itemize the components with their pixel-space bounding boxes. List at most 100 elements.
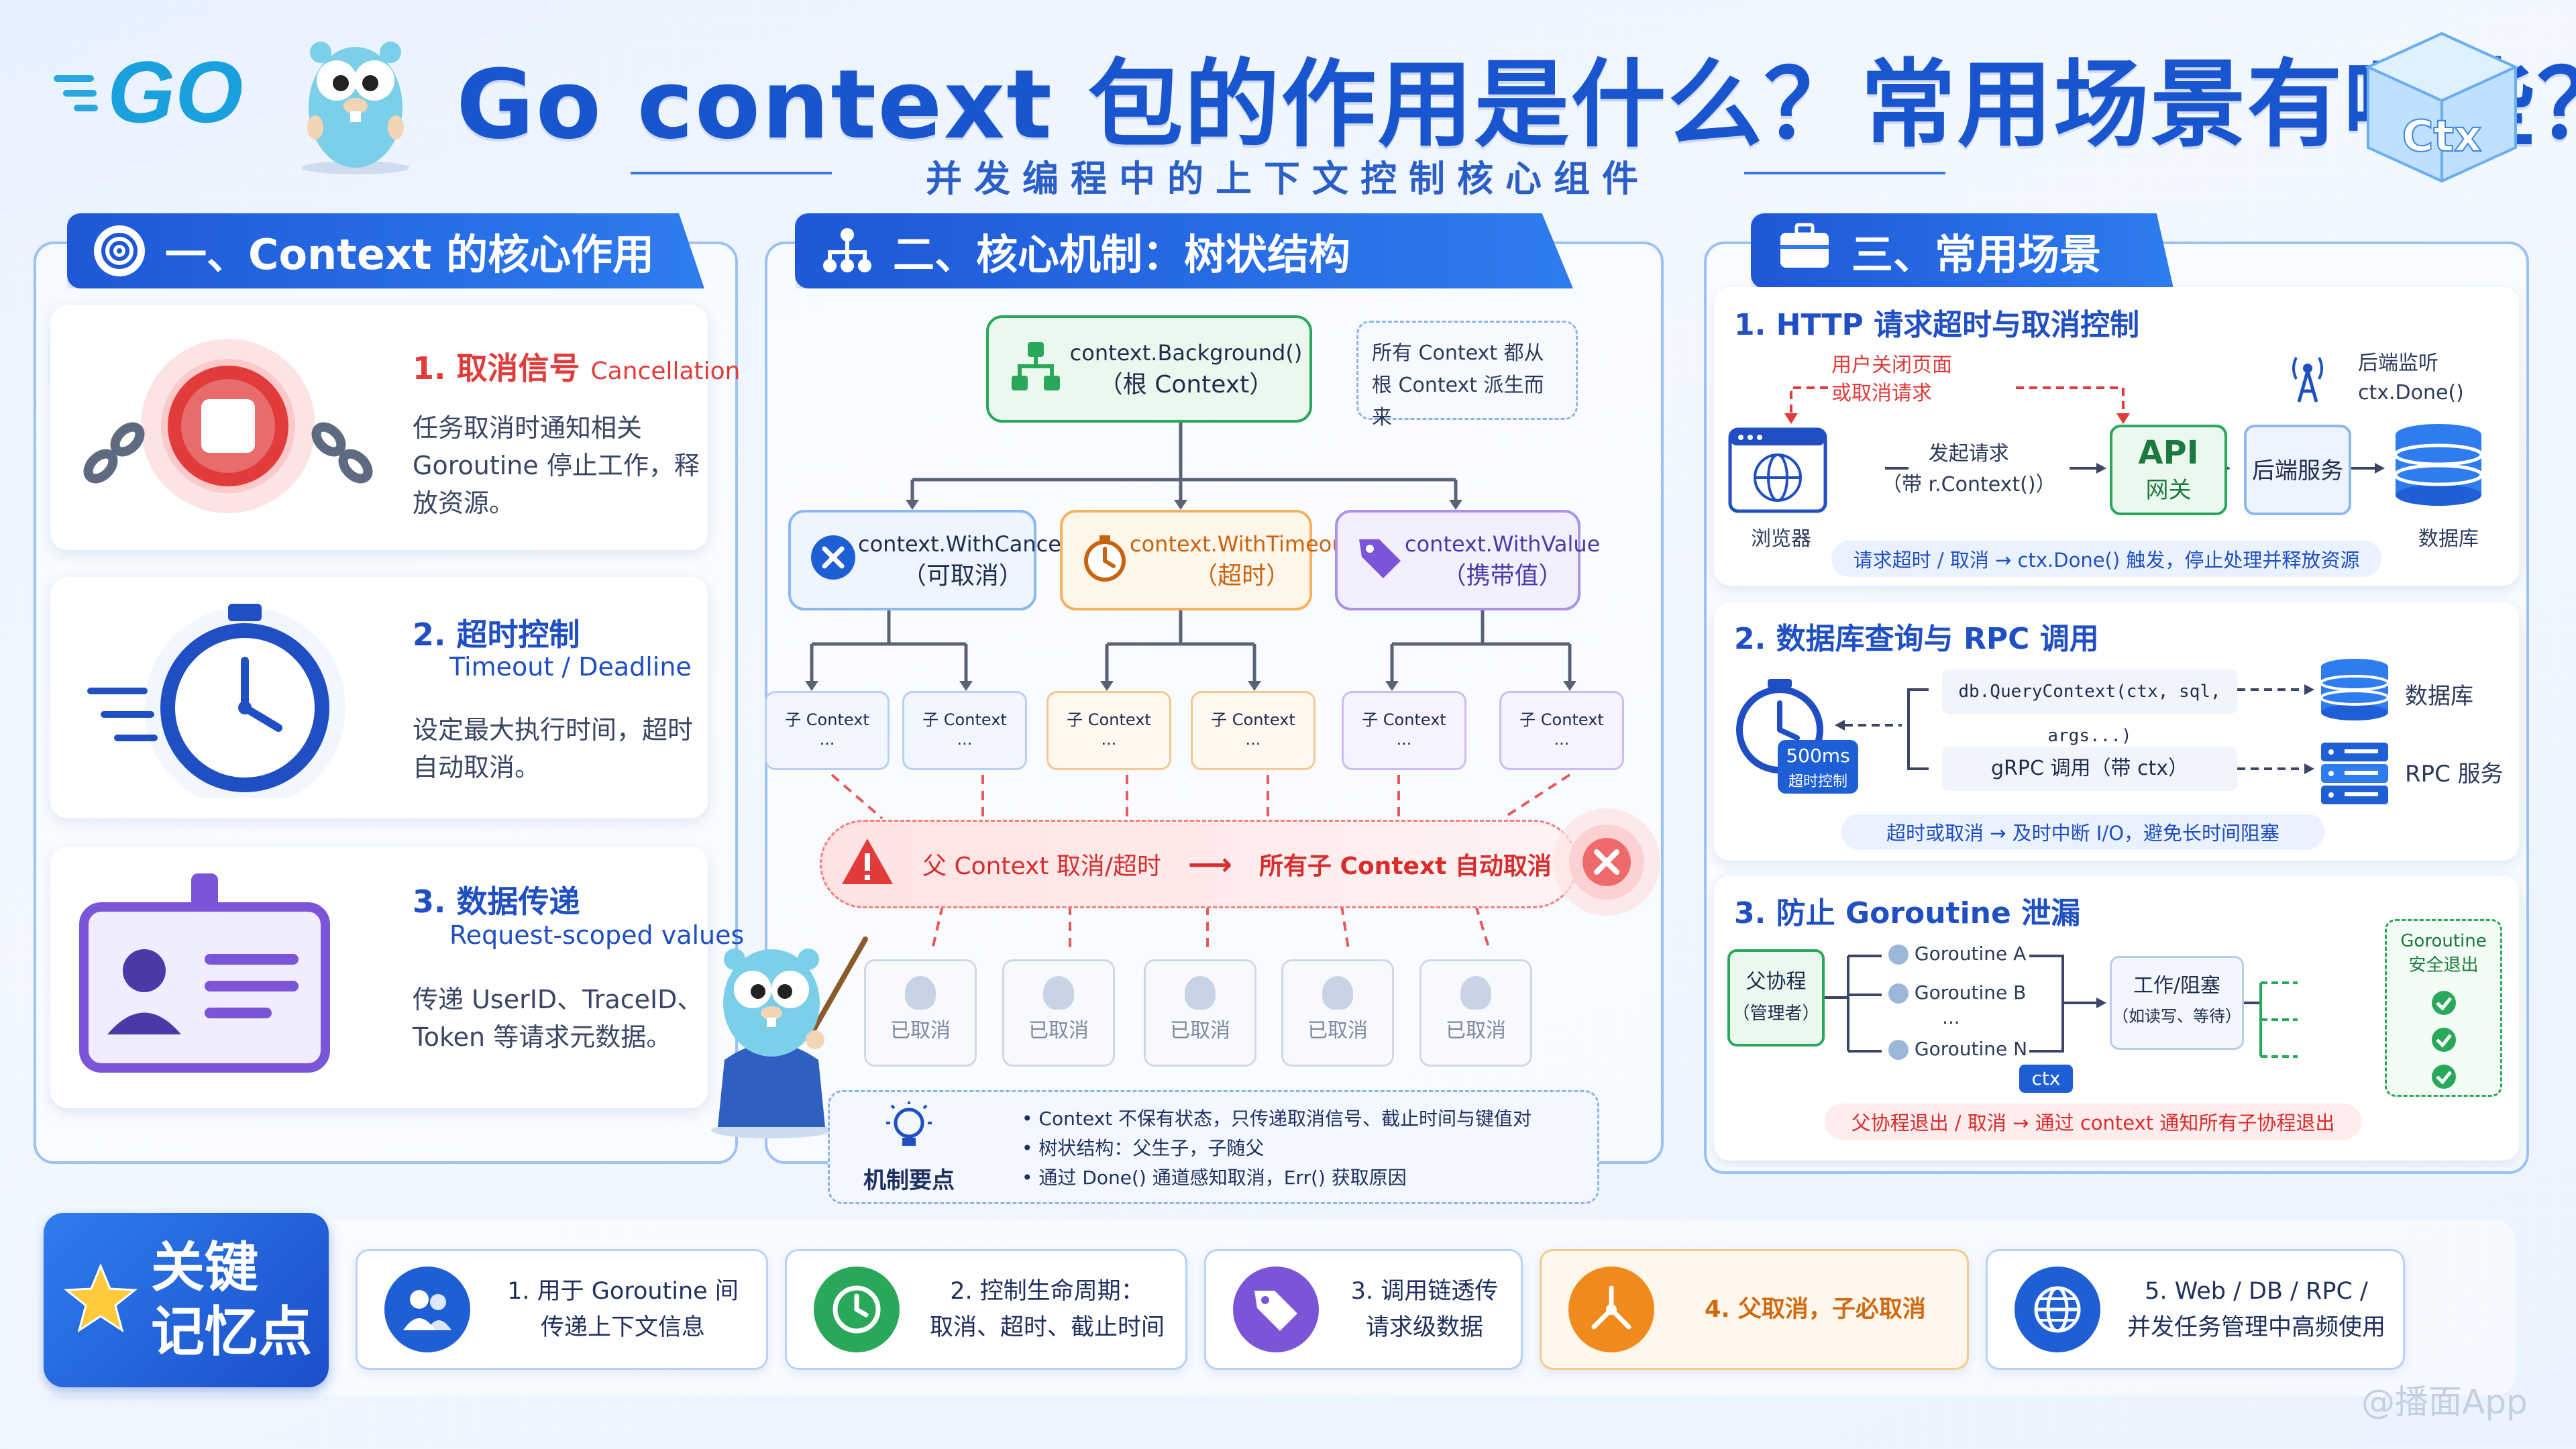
cancelled-node-3: 已取消: [1144, 959, 1256, 1067]
memo-5-line1: 5. Web / DB / RPC /: [2145, 1278, 2368, 1305]
child-1-more: ...: [819, 730, 835, 749]
card-timeout: 2. 超时控制 Timeout / Deadline 设定最大执行时间，超时自动…: [50, 577, 708, 818]
memo-item-3: 3. 调用链透传请求级数据: [1204, 1249, 1523, 1370]
root-context-text: context.Background() （根 Context）: [1063, 337, 1309, 401]
child-3-label: 子 Context: [1067, 710, 1151, 729]
root-note: 所有 Context 都从根 Context 派生而来: [1356, 321, 1578, 429]
gopher-mini-icon: [905, 976, 936, 1010]
safe-label-2: 安全退出: [2408, 955, 2479, 975]
scenario-http-title: 1. HTTP 请求超时与取消控制: [1734, 308, 2140, 342]
memo-5-line2: 并发任务管理中高频使用: [2127, 1314, 2385, 1341]
warning-icon: [839, 836, 896, 893]
parent-goroutine-box: 父协程（管理者）: [1727, 949, 1825, 1046]
memo-3-line2: 请求级数据: [1365, 1314, 1483, 1341]
card-cancellation-desc: 任务取消时通知相关 Goroutine 停止工作，释放资源。: [413, 413, 700, 518]
http-send-1: 发起请求: [1928, 442, 2009, 466]
timer-icon: [1080, 533, 1130, 588]
withtimeout-line2: （超时）: [1193, 562, 1291, 590]
scenario-goroutine: 3. 防止 Goroutine 泄漏 父协程（管理者） Goroutine A …: [1714, 875, 2519, 1161]
cancelled-label-1: 已取消: [890, 1019, 951, 1042]
server-icon: [2318, 740, 2392, 810]
withtimeout-node: context.WithTimeout（超时）: [1060, 510, 1354, 610]
child-context-6: 子 Context...: [1499, 691, 1624, 770]
gopher-mini-icon: [1043, 976, 1074, 1010]
page-subtitle: 并发编程中的上下文控制核心组件: [926, 158, 1650, 200]
mechanism-point-1: • Context 不保有状态，只传递取消信号、截止时间与键值对: [1022, 1108, 1532, 1130]
card-data-sub: Request-scoped values: [449, 920, 745, 950]
child-4-more: ...: [1245, 730, 1261, 749]
memo-1-line1: 1. 用于 Goroutine 间: [507, 1278, 739, 1305]
child-5-more: ...: [1396, 730, 1412, 749]
star-icon: [63, 1262, 138, 1338]
cancel-x-icon: [808, 533, 858, 588]
http-send: 发起请求（带 r.Context()）: [1882, 439, 2056, 500]
cancelled-label-3: 已取消: [1170, 1019, 1230, 1042]
branch-icon: [1568, 1267, 1654, 1352]
card-cancellation-en: Cancellation: [590, 358, 741, 385]
gopher-mini-icon: [1185, 976, 1216, 1010]
child-context-5: 子 Context...: [1342, 691, 1466, 770]
tree-icon: [822, 225, 873, 276]
grpc-text: gRPC 调用（带 ctx）: [1990, 757, 2188, 780]
child-context-3: 子 Context...: [1046, 691, 1171, 770]
users-icon: [384, 1267, 470, 1352]
card-timeout-desc: 设定最大执行时间，超时自动取消。: [413, 715, 694, 782]
gopher-dot-icon: [1888, 945, 1909, 965]
ctx-cube-label: Ctx: [2402, 112, 2482, 162]
http-db-label: 数据库: [2418, 527, 2479, 551]
withcancel-line2: （可取消）: [902, 562, 1023, 590]
root-tree-icon: [1009, 339, 1063, 398]
mechanism-points: • Context 不保有状态，只传递取消信号、截止时间与键值对 • 树状结构：…: [1022, 1104, 1532, 1193]
db-query-text: db.QueryContext(ctx, sql, args...): [1958, 682, 2221, 746]
section-scenarios-title: 三、常用场景: [1851, 230, 2102, 279]
ctx-cube-icon: Ctx: [2348, 27, 2536, 188]
memo-item-4: 4. 父取消，子必取消: [1540, 1249, 1969, 1370]
http-note: 请求超时 / 取消 → ctx.Done() 触发，停止处理并释放资源: [1831, 541, 2381, 577]
mechanism-point-3: • 通过 Done() 通道感知取消，Err() 获取原因: [1022, 1167, 1407, 1189]
child-2-label: 子 Context: [922, 710, 1007, 729]
memory-title-2: 记忆点: [151, 1301, 312, 1363]
card-cancellation-title: 1. 取消信号 Cancellation: [413, 344, 741, 388]
target-icon: [94, 225, 145, 276]
memo-item-5: 5. Web / DB / RPC / 并发任务管理中高频使用: [1986, 1249, 2405, 1370]
divider-right: [1744, 172, 1945, 174]
withvalue-line2: （携带值）: [1442, 562, 1563, 590]
root-context-node: context.Background() （根 Context）: [986, 315, 1312, 423]
page-title: Go context 包的作用是什么？常用场景有哪些？: [456, 50, 2576, 160]
cancelled-label-5: 已取消: [1446, 1019, 1506, 1042]
child-5-label: 子 Context: [1362, 710, 1446, 729]
child-context-2: 子 Context...: [902, 691, 1027, 770]
http-browser-label: 浏览器: [1751, 527, 1811, 551]
card-cancellation: 1. 取消信号 Cancellation 任务取消时通知相关 Goroutine…: [50, 305, 741, 550]
memo-2-line2: 取消、超时、截止时间: [929, 1314, 1165, 1341]
http-user-close: 用户关闭页面或取消请求: [1831, 352, 1952, 408]
parent-label-2: （管理者）: [1732, 1004, 1820, 1024]
db-small-icon: [2318, 656, 2392, 726]
mechanism-box: 机制要点 • Context 不保有状态，只传递取消信号、截止时间与键值对 • …: [828, 1090, 1599, 1204]
card-data-desc: 传递 UserID、TraceID、Token 等请求元数据。: [413, 985, 703, 1052]
api-label: API: [2138, 434, 2199, 472]
section-tree-title: 二、核心机制：树状结构: [893, 230, 1351, 279]
tag-icon: [1355, 533, 1405, 588]
database-icon: [2392, 421, 2485, 511]
child-4-label: 子 Context: [1211, 710, 1295, 729]
divider-left: [631, 172, 832, 174]
gopher-dot-icon: [1888, 983, 1909, 1004]
go-logo: GO: [54, 40, 282, 141]
gopher-mini-icon: [1460, 976, 1491, 1010]
child-2-more: ...: [957, 730, 973, 749]
timer-caption: 超时控制: [1788, 773, 1847, 790]
db-flow-arrows: [1835, 684, 2314, 774]
goroutine-n: Goroutine N: [1888, 1038, 2027, 1060]
cancelled-label-4: 已取消: [1307, 1019, 1368, 1042]
memo-item-1: 1. 用于 Goroutine 间传递上下文信息: [356, 1249, 768, 1370]
db-label: 数据库: [2405, 683, 2473, 710]
work-label-2: （如读写、等待）: [2112, 1007, 2241, 1026]
section-core-role-title: 一、Context 的核心作用: [165, 230, 655, 279]
scenario-db-title: 2. 数据库查询与 RPC 调用: [1734, 622, 2099, 656]
db-query-box: db.QueryContext(ctx, sql, args...): [1942, 669, 2237, 746]
stop-icon: [64, 332, 413, 520]
